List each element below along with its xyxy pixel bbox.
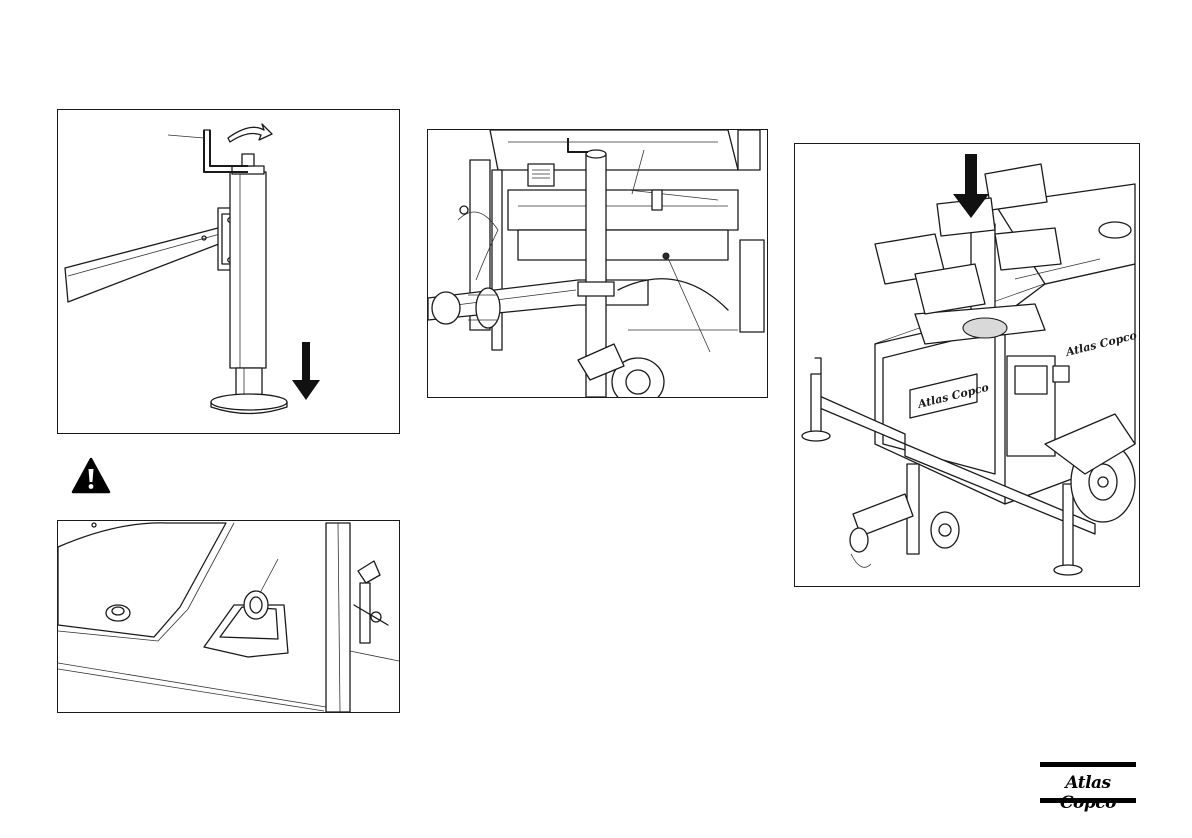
lifting-lug-figure — [57, 520, 400, 713]
logo-bottom-bar — [1040, 798, 1136, 803]
jack-stand-figure — [57, 109, 400, 434]
logo-top-bar — [1040, 762, 1136, 767]
trailer-chassis-illustration — [428, 130, 767, 397]
lifting-lug-illustration — [58, 521, 399, 712]
light-tower-figure: Atlas Copco Atlas Copco — [794, 143, 1140, 587]
warning-triangle-icon — [71, 457, 111, 494]
chassis-figure — [427, 129, 768, 398]
logo-text: Atlas Copco — [1040, 773, 1136, 813]
jack-stand-illustration — [58, 110, 399, 433]
light-tower-illustration: Atlas Copco Atlas Copco — [795, 144, 1139, 586]
atlas-copco-logo: Atlas Copco — [1040, 762, 1136, 806]
